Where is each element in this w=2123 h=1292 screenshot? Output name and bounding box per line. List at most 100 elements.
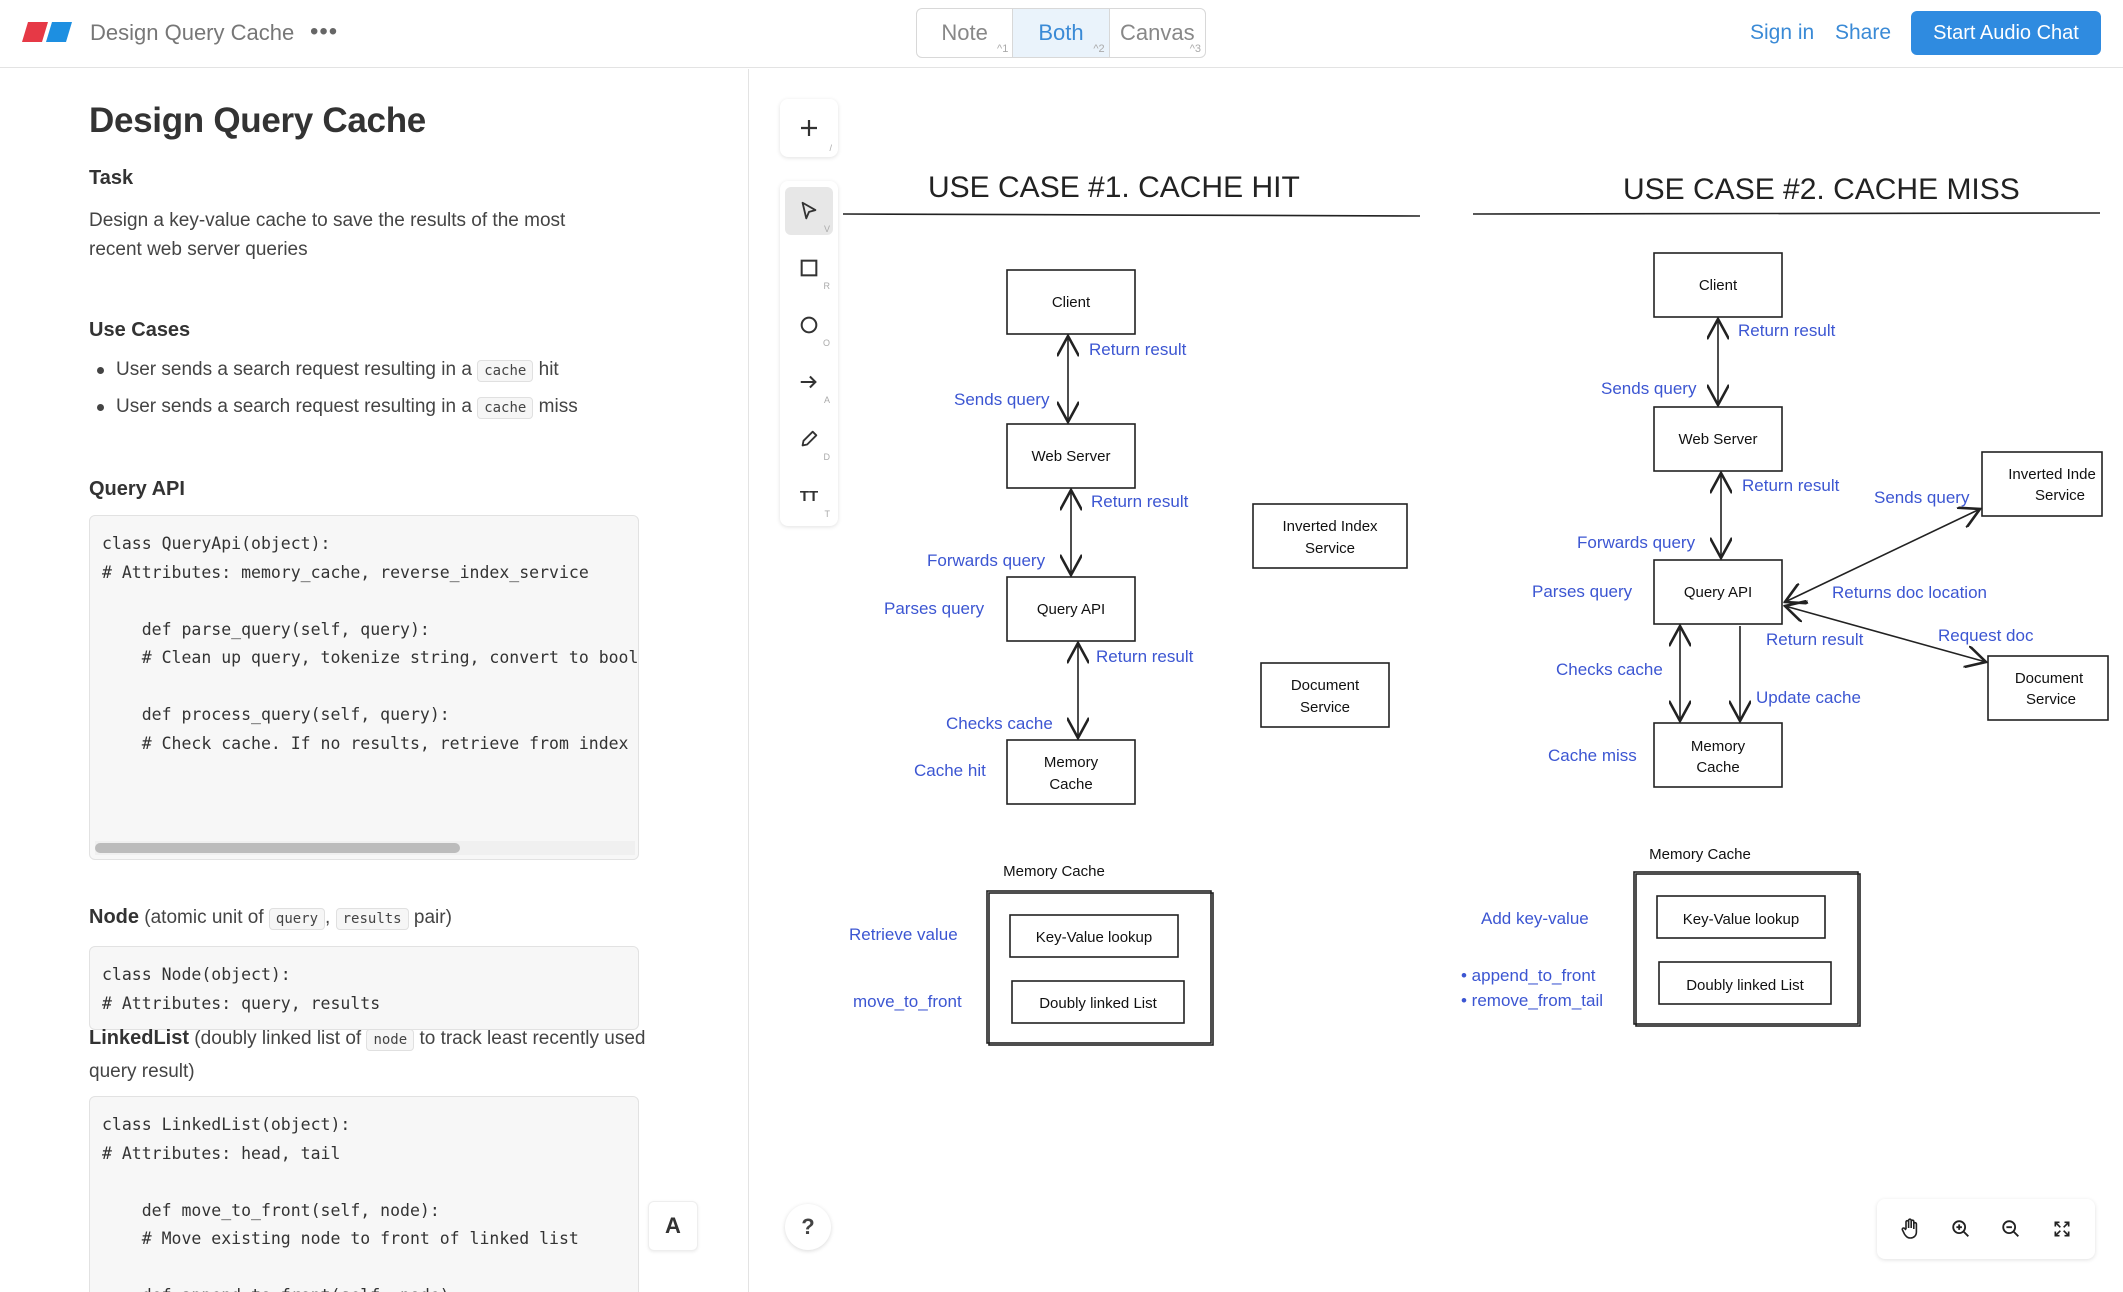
case2-mc-title: Memory Cache [1649,846,1751,863]
fit-screen-button[interactable] [2042,1209,2082,1249]
case1-move-to-front: move_to_front [853,992,962,1011]
scrollbar-thumb[interactable] [95,843,460,853]
select-shortcut: V [823,224,830,234]
share-link[interactable]: Share [1835,21,1892,44]
case1-dll-label: Doubly linked List [1039,995,1157,1012]
font-style-button[interactable]: A [648,1201,698,1251]
case2-inverted-service-label: Service [2035,487,2085,504]
case2-checks-cache: Checks cache [1556,660,1663,679]
plus-icon [801,120,817,136]
view-canvas-shortcut: ^3 [1189,43,1201,55]
start-audio-chat-button[interactable]: Start Audio Chat [1911,11,2101,55]
linkedlist-description: LinkedList (doubly linked list of node t… [89,1023,649,1087]
case2-add-key-value: Add key-value [1481,909,1589,928]
diagram-shapes [842,212,2109,1046]
case1-mc-outer-sketch [988,892,1214,1046]
case2-mc-outer [1633,871,1859,1025]
note-content: Design Query Cache Task Design a key-val… [89,69,649,1292]
case1-return-result-2: Return result [1091,492,1189,511]
case2-kv-label: Key-Value lookup [1683,911,1799,928]
view-note-label: Note [941,20,988,45]
pan-tool-button[interactable] [1890,1209,1930,1249]
pen-tool-button[interactable]: D [785,415,833,463]
view-both-label: Both [1038,20,1084,45]
document-title[interactable]: Design Query Cache [90,20,295,45]
case2-memory-label: Memory [1691,738,1746,755]
case2-document-service-label: Service [2026,691,2076,708]
view-canvas-button[interactable]: Canvas ^3 [1110,9,1205,57]
linkedlist-code-block[interactable]: class LinkedList(object): # Attributes: … [89,1096,639,1292]
case1-mc-outer [986,890,1212,1044]
case1-retrieve-value: Retrieve value [849,925,958,944]
case2-return-result-3: Return result [1766,630,1864,649]
case1-dll-box [1011,980,1185,1024]
node-desc-sep: , [325,907,331,928]
view-note-button[interactable]: Note ^1 [917,9,1014,57]
case2-mc-outer-sketch [1635,873,1861,1027]
case1-inverted-index-box [1252,503,1408,569]
diagram-svg: USE CASE #1. CACHE HIT USE CASE #2. CACH… [842,171,2109,1046]
view-both-button[interactable]: Both ^2 [1013,9,1110,57]
case1-client-box [1006,269,1136,335]
help-button[interactable]: ? [785,1204,831,1250]
zoom-out-icon [2002,1220,2020,1237]
case1-web-server-label: Web Server [1032,448,1111,465]
case2-parses-query: Parses query [1532,582,1633,601]
add-element-button[interactable]: / [780,99,838,157]
pencil-icon [801,430,818,447]
case2-append-to-front: • append_to_front [1461,966,1596,985]
case2-request-doc: Request doc [1938,626,2034,645]
node-code-block[interactable]: class Node(object): # Attributes: query,… [89,946,639,1030]
case2-memory-cache-box [1653,722,1783,788]
case1-client-label: Client [1052,294,1091,311]
case1-web-server-box [1006,423,1136,489]
node-desc-pre: (atomic unit of [144,907,264,928]
text-shortcut: T [824,509,831,519]
more-options-icon[interactable]: ••• [310,18,339,45]
note-pane: Design Query Cache Task Design a key-val… [0,69,749,1292]
case2-arrow-api-index [1785,509,1980,602]
case2-inverted-index-box [1981,451,2103,517]
case1-query-api-box [1006,576,1136,642]
case1-mc-title: Memory Cache [1003,863,1105,880]
ellipse-tool-button[interactable]: O [785,301,833,349]
case2-title-underline [1472,212,2101,215]
zoom-out-button[interactable] [1991,1209,2031,1249]
node-heading: Node [89,906,139,928]
add-shortcut: / [829,143,832,153]
cursor-arrow-icon [801,201,817,220]
code-horizontal-scrollbar[interactable] [95,841,635,855]
query-api-code-block[interactable]: class QueryApi(object): # Attributes: me… [89,515,639,860]
use-case-text: hit [538,359,559,380]
case1-query-api-label: Query API [1037,601,1105,618]
pen-shortcut: D [823,452,831,462]
node-desc-post: pair) [413,907,452,928]
case2-kv-box [1656,895,1826,939]
case2-returns-doc-location: Returns doc location [1832,583,1987,602]
app-logo[interactable] [22,22,72,42]
view-note-shortcut: ^1 [997,43,1009,55]
canvas-pane[interactable]: USE CASE #1. CACHE HIT USE CASE #2. CACH… [750,69,2123,1292]
query-api-heading: Query API [89,478,185,500]
case2-client-label: Client [1699,277,1738,294]
case2-query-api-label: Query API [1684,584,1752,601]
linkedlist-desc-post: to track least recently used query resul… [89,1028,646,1082]
node-code: class Node(object): # Attributes: query,… [102,965,381,1013]
expand-icon [2054,1221,2070,1237]
task-text: Design a key-value cache to save the res… [89,210,566,260]
case1-document-service-box [1260,662,1390,728]
case2-title: USE CASE #2. CACHE MISS [1623,173,2020,206]
inline-code: cache [477,360,534,382]
arrow-tool-button[interactable]: A [785,358,833,406]
text-tool-button[interactable]: TT T [785,472,833,520]
case2-cache-miss: Cache miss [1548,746,1637,765]
node-description: Node (atomic unit of query, results pair… [89,903,452,934]
zoom-in-button[interactable] [1941,1209,1981,1249]
select-tool-button[interactable]: V [785,187,833,235]
linkedlist-code: class LinkedList(object): # Attributes: … [102,1115,579,1292]
list-item: User sends a search request resulting in… [89,389,649,426]
list-item: User sends a search request resulting in… [89,352,649,389]
case1-parses-query: Parses query [884,599,985,618]
sign-in-link[interactable]: Sign in [1750,21,1815,44]
rectangle-tool-button[interactable]: R [785,244,833,292]
